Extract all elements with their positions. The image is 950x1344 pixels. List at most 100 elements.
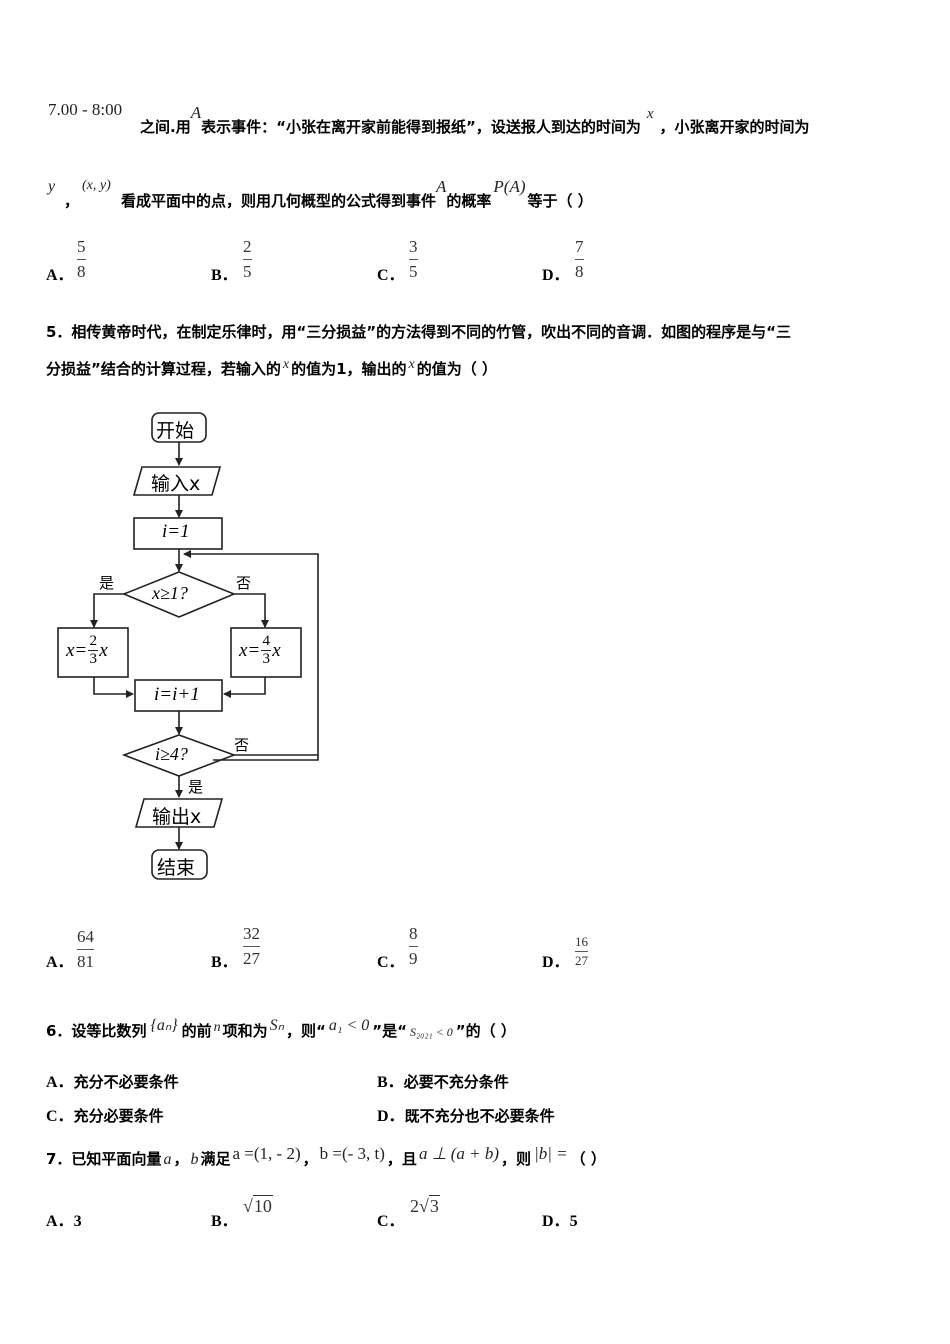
numerator: 32 <box>243 924 260 943</box>
text-segment: 的（ ） <box>465 1022 516 1040</box>
quote: ” <box>455 1022 466 1040</box>
q7-option-d[interactable]: D．5 <box>542 1207 578 1231</box>
rhs: x <box>272 639 281 661</box>
yes-label-2: 是 <box>188 778 204 796</box>
rhs: x <box>99 639 108 661</box>
option-label: C． <box>46 1108 74 1125</box>
init-node <box>133 517 223 550</box>
var-a: A <box>190 103 202 122</box>
denominator: 81 <box>77 952 94 971</box>
coefficient: 2 <box>410 1196 419 1216</box>
q6-option-a[interactable]: A．充分不必要条件 <box>46 1068 179 1092</box>
condition-a1: a₁ < 0 <box>328 1017 370 1034</box>
cond1-label: x≥1? <box>152 583 188 603</box>
option-label: A． <box>46 1213 74 1230</box>
option-label: A． <box>46 267 74 284</box>
output-label: 输出x <box>152 806 202 828</box>
option-label: D． <box>542 954 570 971</box>
numerator: 8 <box>409 924 418 943</box>
option-text: 既不充分也不必要条件 <box>404 1107 555 1125</box>
q7-option-a[interactable]: A．3 <box>46 1207 82 1231</box>
sqrt-10: √10 <box>243 1195 273 1216</box>
input-node <box>132 466 222 496</box>
no-label: 否 <box>236 574 252 592</box>
option-text: 充分必要条件 <box>73 1107 164 1125</box>
vector-b-eq: b =(- 3, t) <box>319 1144 385 1163</box>
two-sqrt-3: 2√3 <box>410 1195 440 1216</box>
text-segment: ，则 <box>501 1150 532 1168</box>
text-segment: 分损益”结合的计算过程，若输入的 <box>46 360 281 378</box>
text-segment: 看成平面中的点，则用几何概型的公式得到事件 <box>121 192 437 210</box>
q4-line-1-text: 之间.用A表示事件：“小张在离开家前能得到报纸”，设送报人到达的时间为x，小张离… <box>140 103 810 137</box>
input-label: 输入x <box>151 473 201 495</box>
q4-line-2-text: 看成平面中的点，则用几何概型的公式得到事件A的概率P(A)等于（ ） <box>121 177 593 211</box>
numerator: 16 <box>575 934 588 949</box>
q4-line-1: 7.00 - 8:00 <box>48 100 122 120</box>
numerator: 64 <box>77 927 94 946</box>
var-n: n <box>213 1020 221 1035</box>
var-y: y <box>48 178 56 195</box>
branch-no-node <box>230 627 302 678</box>
text-segment: 之间.用 <box>140 118 191 136</box>
q6-option-d[interactable]: D．既不充分也不必要条件 <box>377 1102 555 1126</box>
point-xy: (x, y) <box>82 178 111 193</box>
q4-line-2: y <box>48 176 55 196</box>
denominator: 9 <box>409 949 418 968</box>
numerator: 5 <box>77 237 86 256</box>
q6-option-b[interactable]: B．必要不充分条件 <box>377 1068 509 1092</box>
text-segment: （ ） <box>570 1150 606 1168</box>
option-label: B． <box>211 954 238 971</box>
option-text: 3 <box>73 1213 82 1230</box>
denominator: 8 <box>77 262 86 281</box>
decision-x-ge-1 <box>121 571 237 618</box>
numerator: 3 <box>409 237 418 256</box>
denominator: 5 <box>409 262 418 281</box>
quote: “ <box>316 1022 326 1040</box>
text-segment: 的前 <box>181 1022 212 1040</box>
branch-yes-node <box>57 627 129 678</box>
q4-line-2-comma: ， <box>64 190 79 211</box>
numerator: 2 <box>243 237 252 256</box>
option-label: B． <box>377 1074 404 1091</box>
option-label: C． <box>377 1213 405 1230</box>
option-label: B． <box>211 267 238 284</box>
vector-a-eq: a =(1, - 2) <box>232 1144 301 1163</box>
start-label: 开始 <box>156 420 195 442</box>
end-label: 结束 <box>157 857 196 879</box>
output-node <box>134 798 224 828</box>
q6-option-c[interactable]: C．充分必要条件 <box>46 1102 164 1126</box>
text-segment: ，小张离开家的时间为 <box>659 118 810 136</box>
var-x: x <box>646 106 654 122</box>
text-segment: 项和为 <box>222 1022 268 1040</box>
text-segment: 7．已知平面向量 <box>46 1150 162 1168</box>
option-label: C． <box>377 267 405 284</box>
text-segment: ，且 <box>386 1150 417 1168</box>
option-label: D． <box>377 1108 405 1125</box>
option-label: D． <box>542 1213 570 1230</box>
numerator: 4 <box>262 633 271 649</box>
denominator: 5 <box>243 262 252 281</box>
option-text: 必要不充分条件 <box>403 1073 509 1091</box>
option-label: A． <box>46 1074 74 1091</box>
denominator: 3 <box>89 651 98 667</box>
denominator: 8 <box>575 262 584 281</box>
option-text: 充分不必要条件 <box>73 1073 179 1091</box>
option-label: C． <box>377 954 405 971</box>
option-label: D． <box>542 267 570 284</box>
end-node <box>151 849 208 880</box>
text-segment: 的值为（ ） <box>416 360 497 378</box>
text-segment: ，则 <box>286 1022 317 1040</box>
option-text: 5 <box>569 1213 578 1230</box>
text-segment: 的值为1，输出的 <box>291 360 407 378</box>
init-label: i=1 <box>162 521 190 542</box>
denominator: 3 <box>262 651 271 667</box>
